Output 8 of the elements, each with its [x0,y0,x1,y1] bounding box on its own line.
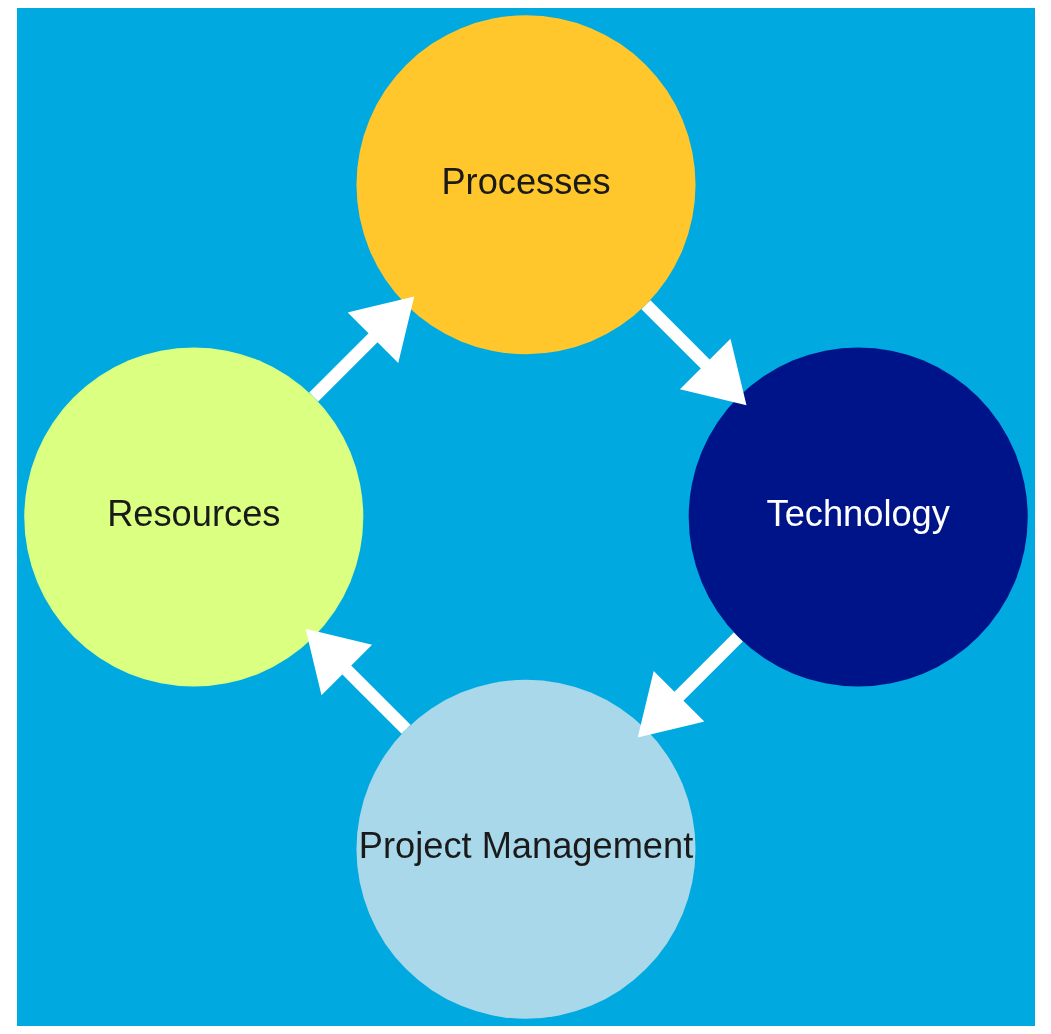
arrow [640,300,746,406]
arrow [637,632,743,738]
arrow [308,296,414,402]
arrow [305,628,411,734]
node-circle: Project Management [355,679,696,1019]
node-circle: Technology [688,347,1028,687]
node-circle: Resources [23,347,363,687]
node-circle: Processes [355,15,696,355]
